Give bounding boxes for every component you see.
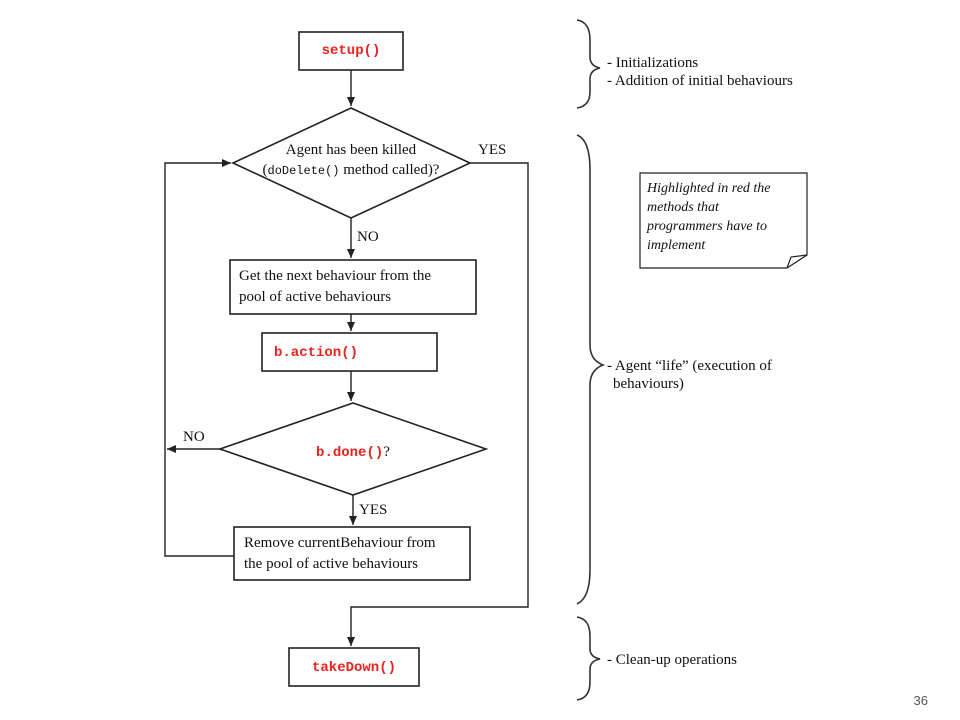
edge-label-yes-killed: YES xyxy=(478,142,506,158)
note-line2: methods that xyxy=(647,200,720,215)
note-line4: implement xyxy=(647,238,706,253)
note-fold xyxy=(786,254,808,269)
page-number: 36 xyxy=(913,693,928,708)
highlight-note: Highlighted in red the methods that prog… xyxy=(639,172,808,269)
note-line1: Highlighted in red the xyxy=(646,181,771,196)
remove-behaviour-node: Remove currentBehaviour from the pool of… xyxy=(233,526,471,581)
annotation-init-line2: - Addition of initial behaviours xyxy=(607,73,793,89)
done-label: b.done()? xyxy=(316,444,390,461)
brace-cleanup xyxy=(576,616,601,701)
remove-label-line2: the pool of active behaviours xyxy=(244,556,418,572)
setup-label: setup() xyxy=(322,43,381,59)
annotation-cleanup: - Clean-up operations xyxy=(607,652,737,668)
killed-label-line2: (doDelete() method called)? xyxy=(263,162,440,178)
annotation-life-line2: behaviours) xyxy=(613,376,684,392)
done-decision: b.done()? xyxy=(217,402,489,496)
edge-label-no-done: NO xyxy=(183,429,205,445)
note-line3: programmers have to xyxy=(646,219,767,234)
takedown-label: takeDown() xyxy=(312,660,396,676)
get-next-label-line2: pool of active behaviours xyxy=(239,289,391,305)
action-node: b.action() xyxy=(261,332,438,372)
killed-label-line1: Agent has been killed xyxy=(286,142,417,158)
killed-decision: Agent has been killed (doDelete() method… xyxy=(231,107,472,219)
remove-label-line1: Remove currentBehaviour from xyxy=(244,535,436,551)
brace-agent-life xyxy=(576,134,606,605)
takedown-node: takeDown() xyxy=(288,647,420,687)
edge-label-yes-done: YES xyxy=(359,502,387,518)
brace-initialization xyxy=(576,19,601,109)
setup-node: setup() xyxy=(298,31,404,71)
get-next-label-line1: Get the next behaviour from the xyxy=(239,268,431,284)
annotation-init-line1: - Initializations xyxy=(607,55,698,71)
edge-label-no-killed: NO xyxy=(357,229,379,245)
action-label: b.action() xyxy=(274,345,358,361)
annotation-life-line1: - Agent “life” (execution of xyxy=(607,358,772,374)
get-next-behaviour-node: Get the next behaviour from the pool of … xyxy=(229,259,477,315)
edge-killed-yes-to-takedown xyxy=(347,162,529,646)
edge-remove-loop-to-killed xyxy=(164,159,234,557)
